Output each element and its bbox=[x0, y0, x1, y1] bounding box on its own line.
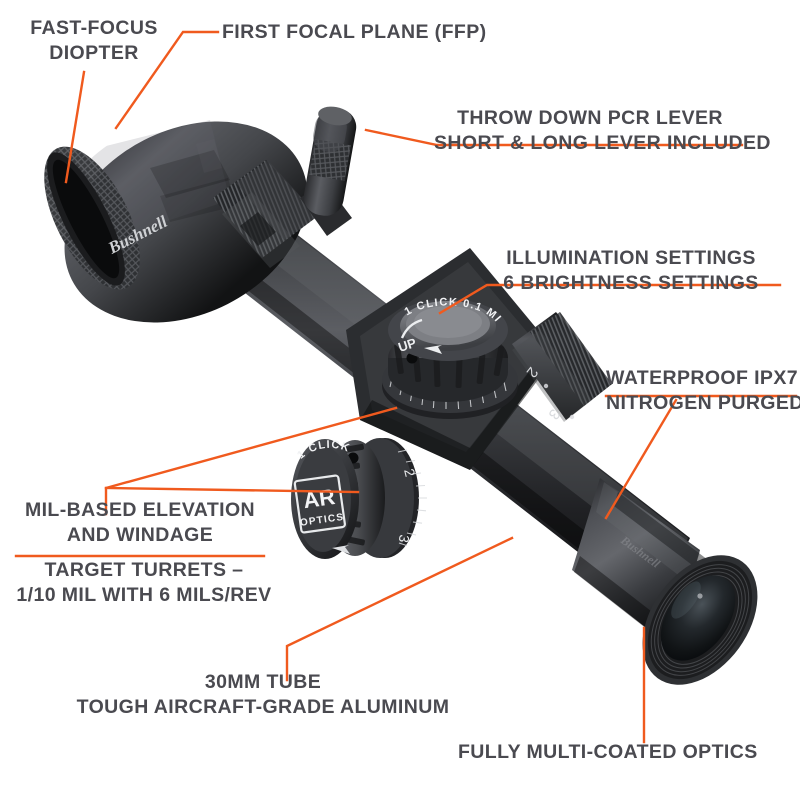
callout-30mm-tube: 30MM TUBE TOUGH AIRCRAFT-GRADE ALUMINUM bbox=[74, 671, 452, 719]
callout-fast-focus-diopter: FAST-FOCUS DIOPTER bbox=[14, 17, 174, 65]
objective-bell-assembly: Bushnell bbox=[572, 478, 758, 685]
ar-optics-logo-line1: AR bbox=[302, 484, 337, 513]
callout-target-turrets: TARGET TURRETS – 1/10 MIL WITH 6 MILS/RE… bbox=[8, 559, 280, 607]
callout-mil-line2: AND WINDAGE bbox=[66, 523, 214, 546]
callout-fast-focus-line1: FAST-FOCUS bbox=[30, 17, 158, 39]
windage-scale-number-2: 2 bbox=[401, 467, 418, 479]
callout-30mm-tube-line2: TOUGH AIRCRAFT-GRADE ALUMINUM bbox=[76, 695, 450, 718]
callout-waterproof-line1: WATERPROOF IPX7 bbox=[606, 367, 798, 389]
callout-waterproof-ipx7: WATERPROOF IPX7 NITROGEN PURGED bbox=[606, 367, 800, 415]
callout-illumination-settings: ILLUMINATION SETTINGS 6 BRIGHTNESS SETTI… bbox=[482, 247, 780, 295]
callout-mil-line1: MIL-BASED ELEVATION bbox=[24, 499, 256, 521]
callout-mil-based-elevation-windage: MIL-BASED ELEVATION AND WINDAGE bbox=[16, 499, 264, 547]
callout-fast-focus-line2: DIOPTER bbox=[49, 41, 139, 64]
throw-down-pcr-lever bbox=[300, 106, 357, 236]
callout-first-focal-plane: FIRST FOCAL PLANE (FFP) bbox=[222, 21, 487, 44]
callout-target-turrets-line1: TARGET TURRETS – bbox=[44, 559, 244, 581]
elevation-turret-up-label: UP bbox=[396, 335, 418, 355]
magnification-ring-rear bbox=[213, 160, 318, 268]
objective-lens-glass bbox=[660, 575, 736, 661]
callout-30mm-tube-line1: 30MM TUBE bbox=[204, 671, 322, 693]
callout-throw-lever-line1: THROW DOWN PCR LEVER bbox=[457, 107, 723, 129]
callout-first-focal-plane-line1: FIRST FOCAL PLANE (FFP) bbox=[222, 21, 487, 43]
callout-throw-down-pcr-lever: THROW DOWN PCR LEVER SHORT & LONG LEVER … bbox=[434, 107, 771, 155]
callout-throw-lever-line2: SHORT & LONG LEVER INCLUDED bbox=[434, 131, 771, 154]
callout-waterproof-line2: NITROGEN PURGED bbox=[606, 391, 800, 414]
callout-illumination-line1: ILLUMINATION SETTINGS bbox=[506, 247, 756, 269]
eyepiece-assembly: Bushnell bbox=[44, 120, 308, 323]
callout-illumination-line2: 6 BRIGHTNESS SETTINGS bbox=[503, 271, 759, 294]
callout-fully-multi-coated-optics: FULLY MULTI-COATED OPTICS bbox=[458, 741, 758, 764]
callout-target-turrets-line2: 1/10 MIL WITH 6 MILS/REV bbox=[16, 583, 272, 606]
callout-optics-line1: FULLY MULTI-COATED OPTICS bbox=[458, 741, 758, 763]
